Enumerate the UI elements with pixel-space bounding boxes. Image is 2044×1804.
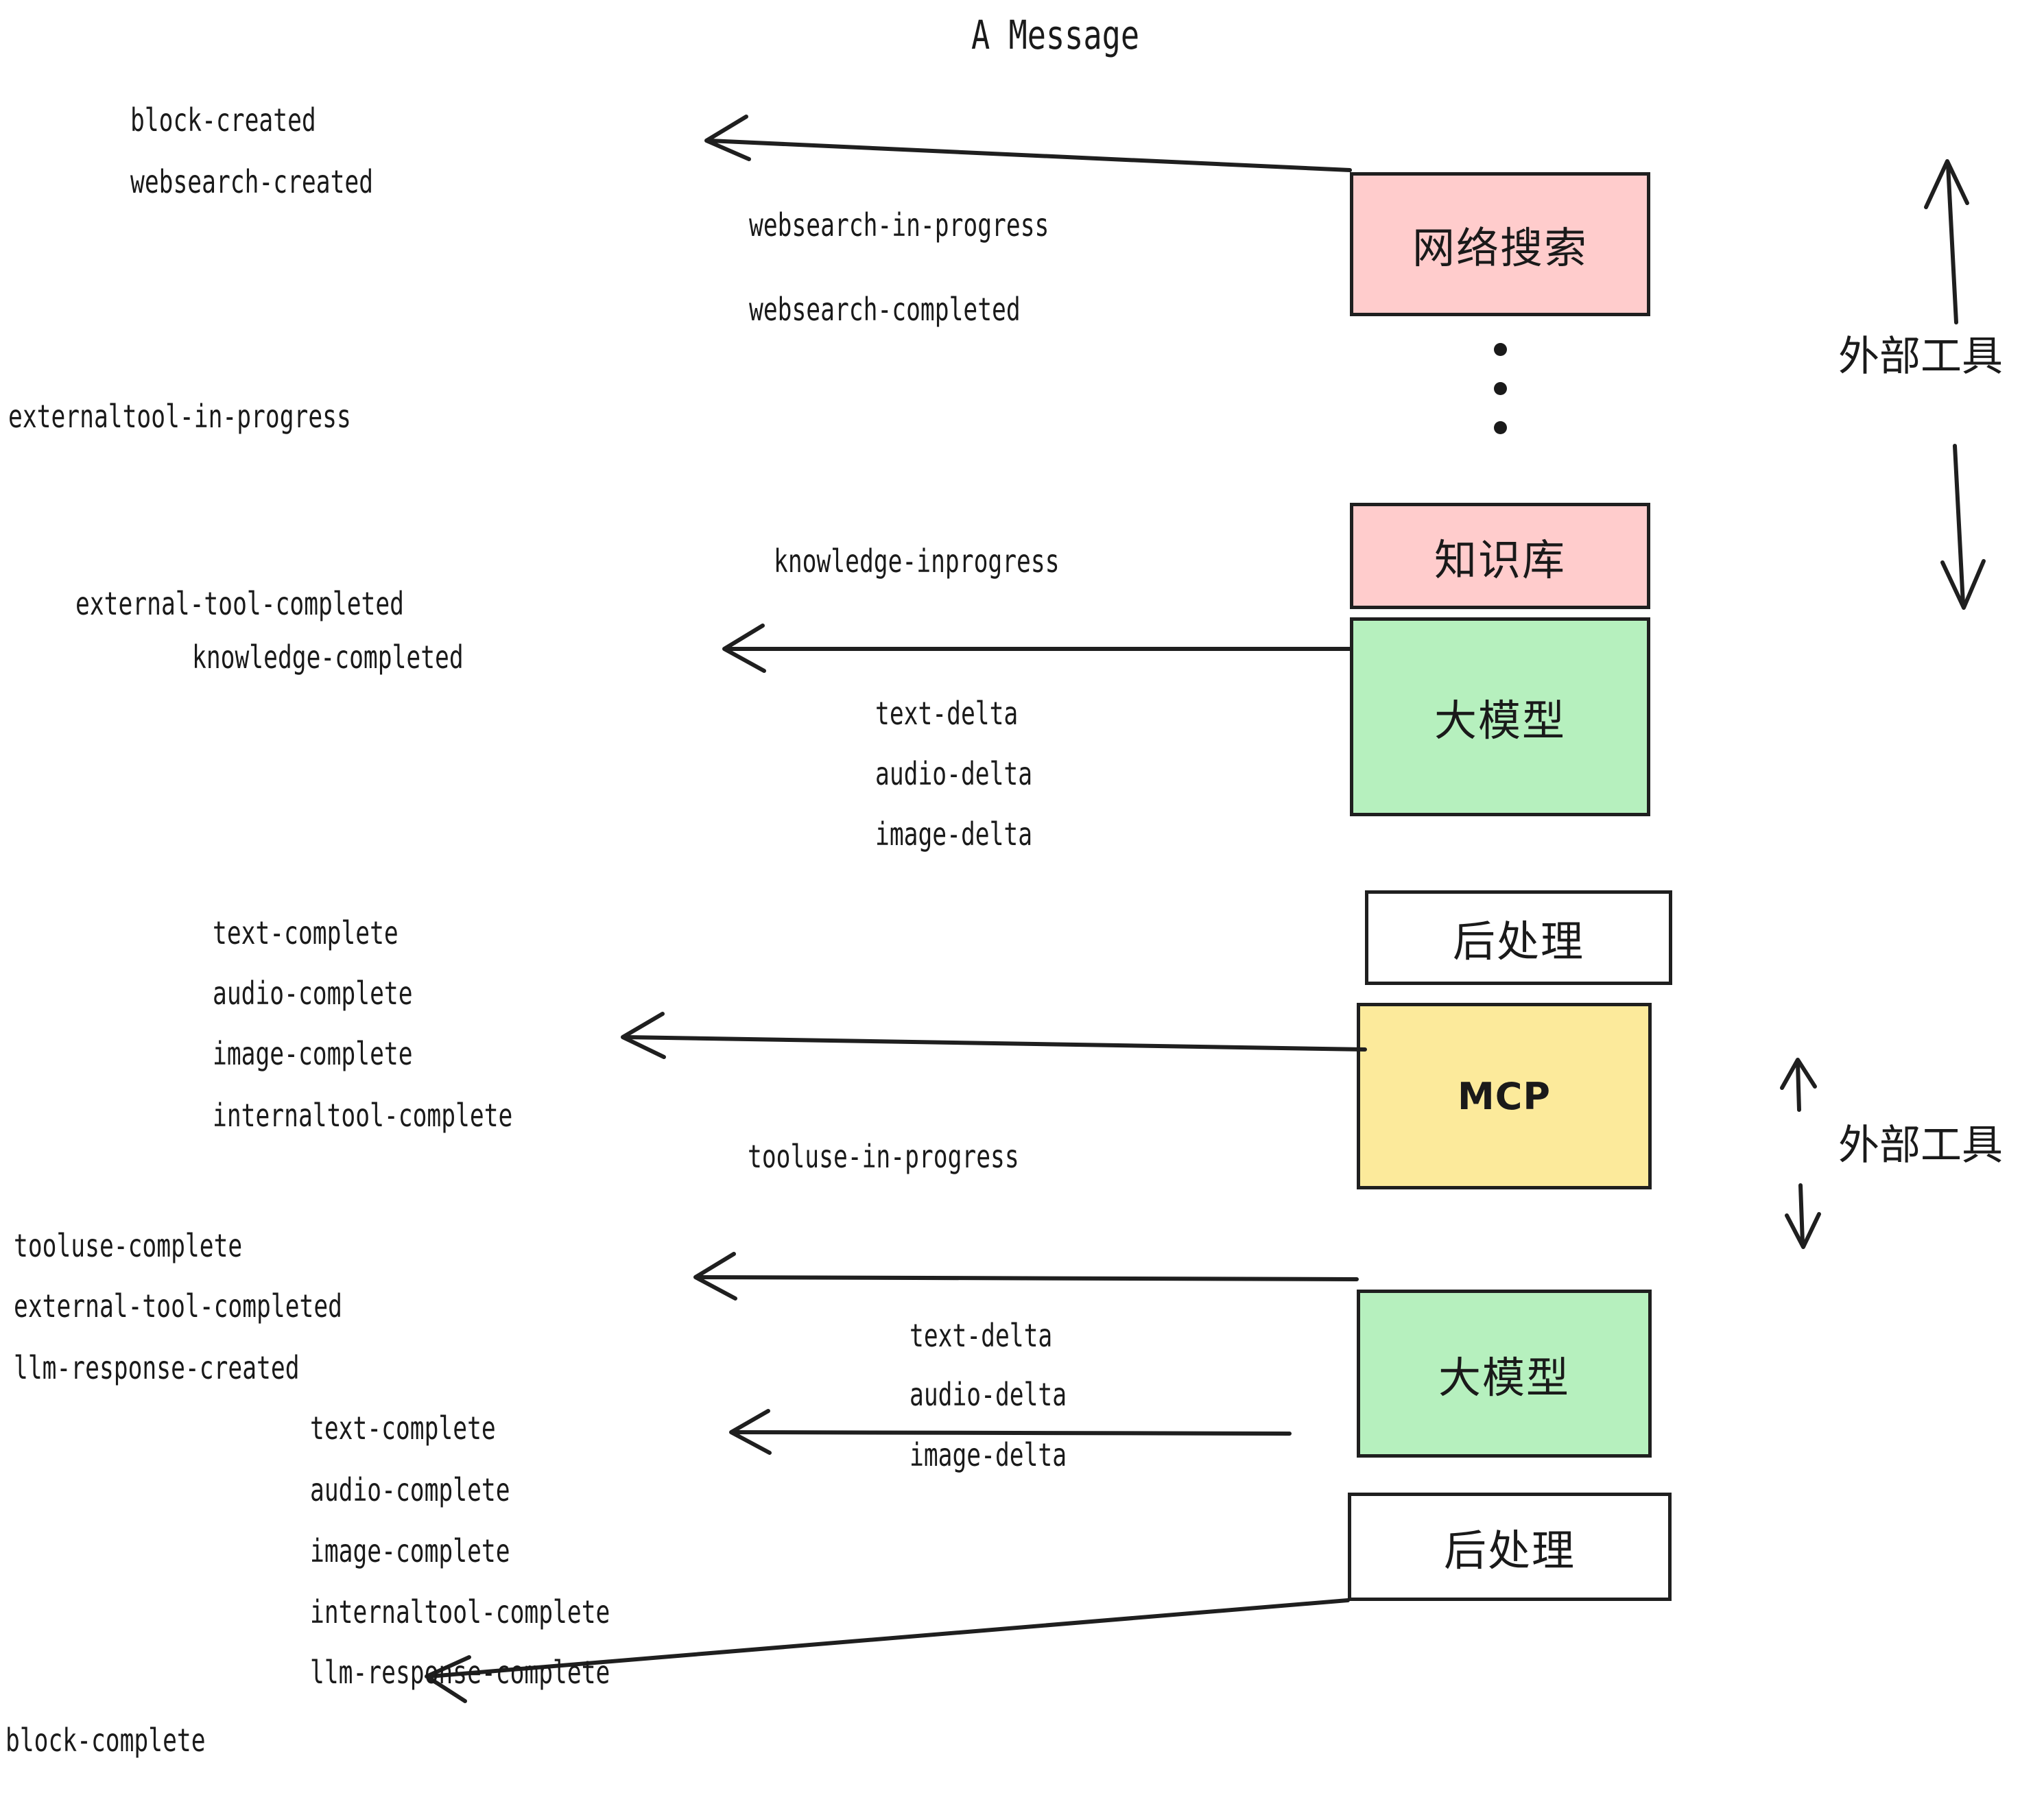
event-image-complete-1: image-complete <box>213 1035 413 1072</box>
box-knowledgebase[interactable]: 知识库 <box>1350 503 1650 609</box>
arrow-external-tools-top-down <box>1940 444 1986 610</box>
event-external-tool-completed-1: external-tool-completed <box>75 585 405 622</box>
event-image-delta-1: image-delta <box>875 816 1033 853</box>
event-block-created: block-created <box>130 102 316 139</box>
box-mcp-label: MCP <box>1458 1074 1551 1118</box>
event-text-complete-2: text-complete <box>310 1410 496 1447</box>
event-tooluse-in-progress: tooluse-in-progress <box>748 1138 1019 1175</box>
event-knowledge-completed: knowledge-completed <box>192 639 464 676</box>
box-llm-2[interactable]: 大模型 <box>1357 1290 1652 1458</box>
box-postprocess-2[interactable]: 后处理 <box>1348 1493 1672 1601</box>
arrow-mcp-to-tooluse <box>693 1252 1359 1301</box>
event-llm-response-created: llm-response-created <box>14 1349 300 1386</box>
arrow-websearch-to-block-created <box>704 115 1352 172</box>
side-label-external-tools-bottom: 外部工具 <box>1838 1121 2003 1170</box>
arrow-postprocess1-to-image <box>621 1012 1367 1059</box>
arrow-external-tools-bottom-down <box>1785 1183 1821 1249</box>
event-websearch-created: websearch-created <box>130 163 374 200</box>
box-postprocess-1[interactable]: 后处理 <box>1365 890 1672 985</box>
event-internaltool-complete-2: internaltool-complete <box>310 1593 610 1630</box>
event-websearch-in-progress: websearch-in-progress <box>749 206 1049 244</box>
event-image-delta-2: image-delta <box>910 1436 1067 1473</box>
event-audio-delta-1: audio-delta <box>875 755 1033 792</box>
box-websearch[interactable]: 网络搜索 <box>1350 172 1650 316</box>
event-block-complete: block-complete <box>5 1722 206 1759</box>
box-knowledgebase-label: 知识库 <box>1434 534 1566 585</box>
box-websearch-label: 网络搜索 <box>1412 223 1588 273</box>
event-external-tool-completed-2: external-tool-completed <box>14 1287 343 1325</box>
box-llm-2-label: 大模型 <box>1438 1352 1570 1403</box>
arrow-external-tools-bottom-up <box>1780 1058 1817 1112</box>
box-llm-1-label: 大模型 <box>1434 696 1566 746</box>
event-externaltool-in-progress: externaltool-in-progress <box>8 398 351 435</box>
event-llm-response-complete: llm-response-complete <box>310 1654 610 1691</box>
event-tooluse-complete: tooluse-complete <box>14 1227 243 1264</box>
event-websearch-completed: websearch-completed <box>749 291 1021 328</box>
event-audio-complete-2: audio-complete <box>310 1471 510 1508</box>
event-text-delta-1: text-delta <box>875 695 1019 732</box>
event-text-complete-1: text-complete <box>213 914 399 951</box>
box-postprocess-2-label: 后处理 <box>1443 1526 1576 1576</box>
event-audio-complete-1: audio-complete <box>213 975 413 1012</box>
box-mcp[interactable]: MCP <box>1357 1003 1652 1189</box>
arrow-external-tools-top-up <box>1924 159 1969 324</box>
event-internaltool-complete-1: internaltool-complete <box>213 1097 513 1134</box>
box-llm-1[interactable]: 大模型 <box>1350 617 1650 816</box>
arrow-knowledge-to-completed <box>722 624 1352 673</box>
box-postprocess-1-label: 后处理 <box>1452 916 1584 966</box>
event-knowledge-inprogress: knowledge-inprogress <box>774 543 1060 580</box>
event-image-complete-2: image-complete <box>310 1532 510 1569</box>
event-audio-delta-2: audio-delta <box>910 1376 1067 1413</box>
page-title: A Message <box>971 12 1140 58</box>
vertical-ellipsis-icon <box>1494 343 1507 460</box>
event-text-delta-2: text-delta <box>910 1317 1053 1354</box>
side-label-external-tools-top: 外部工具 <box>1838 333 2003 381</box>
